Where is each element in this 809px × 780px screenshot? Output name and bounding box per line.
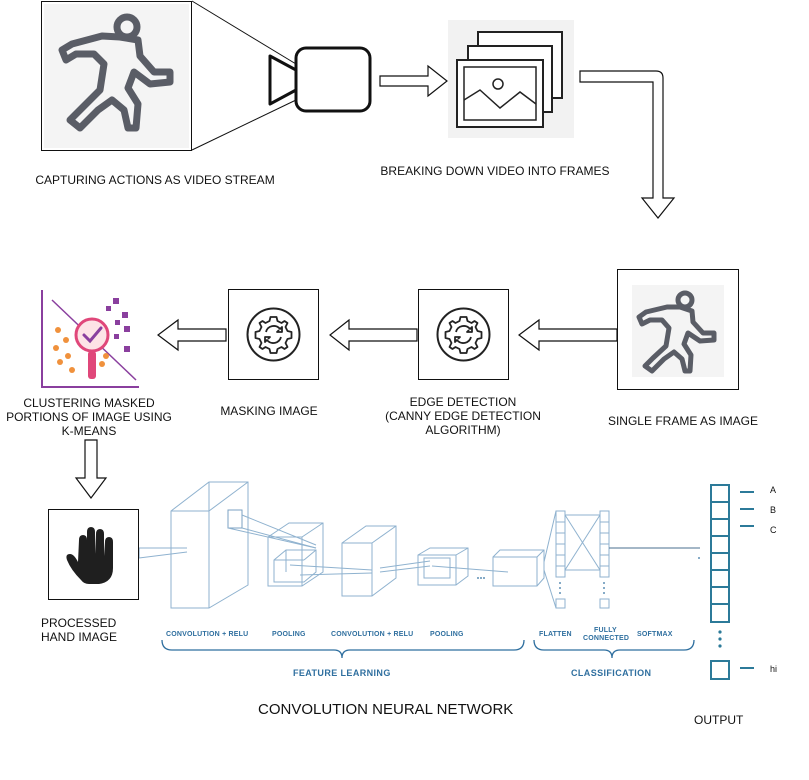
edge-detection-box [418, 289, 509, 380]
frames-caption: BREAKING DOWN VIDEO INTO FRAMES [380, 164, 610, 178]
video-camera-icon [268, 46, 372, 113]
figure-icon [632, 285, 724, 377]
output-class-hi: hi [770, 664, 778, 674]
output-class-b: B [770, 505, 777, 515]
hand-caption-line1: PROCESSED [41, 616, 117, 630]
masking-caption: MASKING IMAGE [220, 404, 318, 418]
arrow-camera-to-frames [379, 64, 448, 98]
cnn-group-classification: CLASSIFICATION [571, 668, 652, 678]
output-ellipsis [718, 630, 722, 648]
arrow-clustering-to-hand [74, 439, 108, 499]
edge-caption-line1: EDGE DETECTION [409, 395, 517, 409]
arrow-masking-to-clustering [157, 318, 227, 352]
gear-cycle-icon [246, 307, 301, 362]
edge-caption-line3: ALGORITHM) [425, 423, 501, 437]
edge-caption-line2: (CANNY EDGE DETECTION [385, 409, 541, 423]
cnn-layer-conv1: CONVOLUTION + RELU [166, 631, 249, 638]
arrow-frame-to-edge [518, 318, 618, 352]
output-class-c: C [770, 525, 777, 535]
cnn-ellipsis-dots [477, 557, 700, 594]
output-class-a: A [770, 485, 777, 495]
cnn-layer-fully: FULLY [594, 627, 617, 634]
arrow-frames-to-single-frame [579, 70, 676, 219]
capture-caption: CAPTURING ACTIONS AS VIDEO STREAM [35, 173, 275, 187]
hand-icon [66, 527, 113, 584]
cnn-layer-softmax: SOFTMAX [637, 631, 673, 638]
cnn-layer-conv2: CONVOLUTION + RELU [331, 631, 414, 638]
image-frames-icon [448, 20, 574, 138]
cnn-layer-flatten: FLATTEN [539, 631, 572, 638]
clustering-caption-line2: PORTIONS OF IMAGE USING [6, 410, 172, 424]
hand-caption-line2: HAND IMAGE [41, 630, 118, 644]
arrow-edge-to-masking [329, 318, 418, 352]
output-vector [710, 484, 730, 680]
single-frame-caption: SINGLE FRAME AS IMAGE [607, 414, 759, 428]
figure-icon [44, 4, 189, 148]
projection-line-top [191, 0, 297, 65]
cnn-layer-pool2: POOLING [430, 631, 464, 638]
single-frame-box [617, 269, 739, 390]
cnn-group-feature-learning: FEATURE LEARNING [293, 668, 391, 678]
hand-box [48, 509, 139, 600]
cnn-layer-connected: CONNECTED [583, 635, 630, 642]
output-ticks [740, 491, 754, 669]
cnn-diagram [128, 481, 700, 659]
projection-line-bottom [191, 99, 297, 151]
gear-cycle-icon [436, 307, 491, 362]
cnn-layer-pool1: POOLING [272, 631, 306, 638]
clustering-caption-line1: CLUSTERING MASKED [23, 396, 155, 410]
capture-box [41, 1, 192, 151]
clustering-caption: CLUSTERING MASKED PORTIONS OF IMAGE USIN… [0, 396, 178, 438]
hand-caption: PROCESSED HAND IMAGE [41, 616, 117, 644]
clustering-caption-line3: K-MEANS [61, 424, 117, 438]
masking-box [228, 289, 319, 380]
cluster-analysis-icon [41, 290, 139, 388]
cnn-title: CONVOLUTION NEURAL NETWORK [258, 701, 514, 718]
edge-detection-caption: EDGE DETECTION (CANNY EDGE DETECTION ALG… [370, 395, 556, 437]
output-caption: OUTPUT [694, 713, 744, 727]
